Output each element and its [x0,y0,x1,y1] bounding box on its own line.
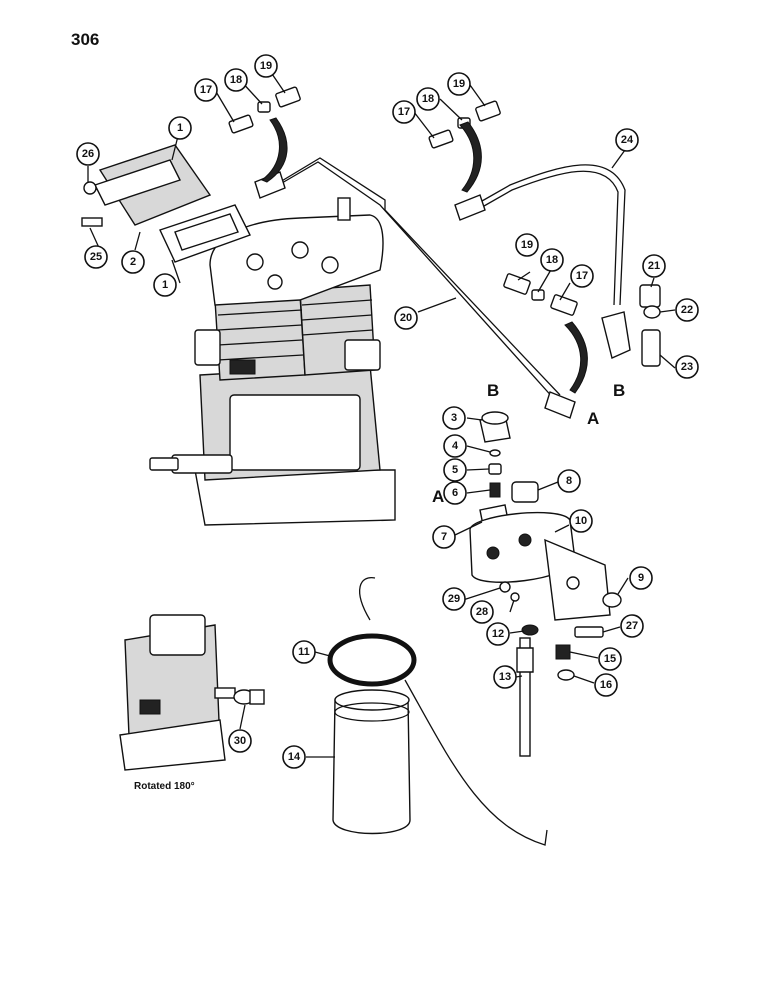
callout-18-top-right: 18 [416,87,440,111]
cover-and-gaskets [81,144,251,263]
svg-text:4: 4 [452,440,459,452]
svg-text:12: 12 [492,628,504,640]
svg-text:17: 17 [200,84,212,96]
callout-9: 9 [629,566,653,590]
svg-text:20: 20 [400,312,412,324]
callout-14: 14 [282,745,306,769]
callout-23: 23 [675,355,699,379]
page-number: 306 [71,30,100,49]
callout-19-middle: 19 [515,233,539,257]
svg-text:1: 1 [177,122,183,134]
callout-5: 5 [443,458,467,482]
callout-11: 11 [292,640,316,664]
callout-3: 3 [442,406,466,430]
svg-text:1: 1 [162,279,168,291]
svg-text:17: 17 [398,106,410,118]
callout-21: 21 [642,254,666,278]
fittings-top [228,86,501,193]
svg-text:16: 16 [600,679,612,691]
svg-text:28: 28 [476,606,488,618]
callout-28: 28 [470,600,494,624]
svg-text:7: 7 [441,531,447,543]
callout-1a: 1 [168,116,192,140]
fittings-right [601,284,661,367]
svg-text:25: 25 [90,251,102,263]
callout-17-top-right: 17 [392,100,416,124]
svg-text:8: 8 [566,475,572,487]
filter-assembly [327,411,622,846]
compressor-drawing [149,197,396,526]
callout-7: 7 [432,525,456,549]
callout-19-top-right: 19 [447,72,471,96]
svg-text:2: 2 [130,256,136,268]
label-a-tube-end: A [587,409,599,428]
svg-text:5: 5 [452,464,458,476]
svg-text:18: 18 [422,93,434,105]
callout-29: 29 [442,587,466,611]
label-b-filter: B [487,381,499,400]
svg-text:6: 6 [452,487,458,499]
callout-10: 10 [569,509,593,533]
callout-6: 6 [443,481,467,505]
callout-4: 4 [443,434,467,458]
svg-text:9: 9 [638,572,644,584]
svg-text:19: 19 [260,60,272,72]
callout-27: 27 [620,614,644,638]
callout-16: 16 [594,673,618,697]
callout-18-middle: 18 [540,248,564,272]
svg-text:18: 18 [546,254,558,266]
svg-text:11: 11 [298,646,310,658]
callout-2: 2 [121,250,145,274]
callout-13: 13 [493,665,517,689]
callout-15: 15 [598,647,622,671]
svg-text:23: 23 [681,361,693,373]
callout-12: 12 [486,622,510,646]
svg-text:15: 15 [604,653,616,665]
callout-20: 20 [394,306,418,330]
callout-24: 24 [615,128,639,152]
callout-17-top-left: 17 [194,78,218,102]
tubes [254,157,626,419]
svg-text:10: 10 [575,515,587,527]
callout-22: 22 [675,298,699,322]
svg-text:13: 13 [499,671,511,683]
callout-1b: 1 [153,273,177,297]
rotated-caption: Rotated 180° [134,781,195,792]
label-a-filter: A [432,487,444,506]
svg-text:26: 26 [82,148,94,160]
svg-text:22: 22 [681,304,693,316]
svg-text:3: 3 [451,412,457,424]
callout-8: 8 [557,469,581,493]
rotated-view-inset [119,614,265,771]
svg-text:19: 19 [521,239,533,251]
svg-text:19: 19 [453,78,465,90]
fittings-middle [503,273,588,394]
label-b-tube-end: B [613,381,625,400]
svg-text:21: 21 [648,260,660,272]
svg-text:24: 24 [621,134,634,146]
svg-text:14: 14 [288,751,301,763]
callout-30: 30 [228,729,252,753]
svg-text:30: 30 [234,735,246,747]
callout-25: 25 [84,245,108,269]
svg-text:29: 29 [448,593,460,605]
svg-text:18: 18 [230,74,242,86]
callout-19-top-left: 19 [254,54,278,78]
svg-text:17: 17 [576,270,588,282]
svg-text:27: 27 [626,620,638,632]
callout-18-top-left: 18 [224,68,248,92]
callout-26: 26 [76,142,100,166]
callout-17-middle: 17 [570,264,594,288]
